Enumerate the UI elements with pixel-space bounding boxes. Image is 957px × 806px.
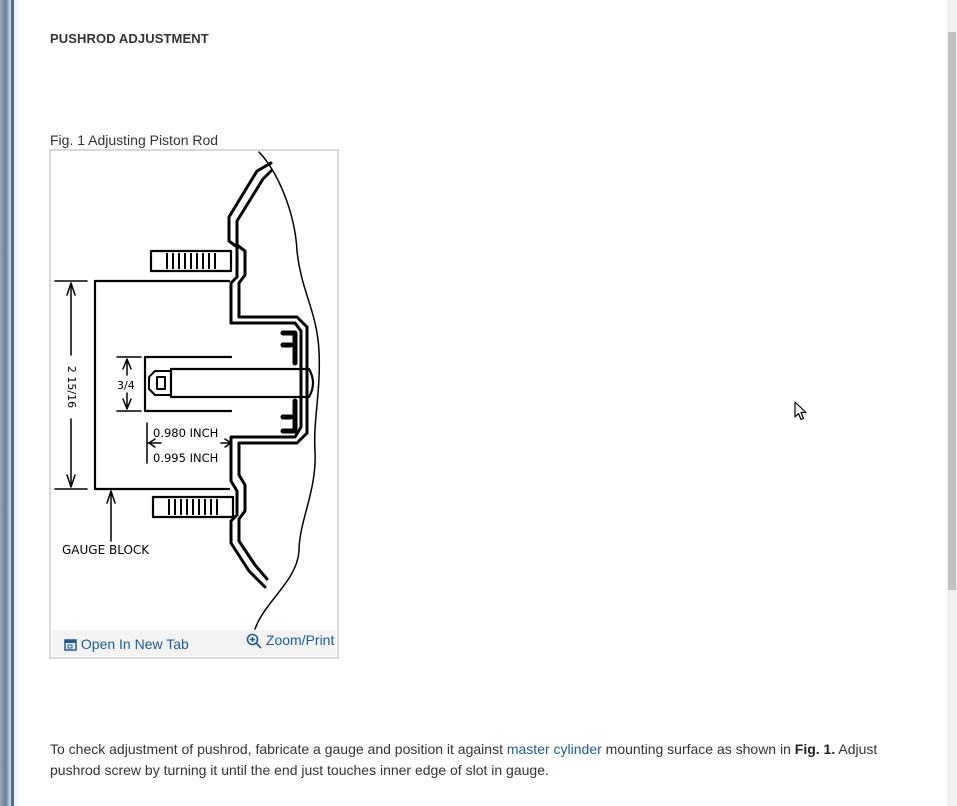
mouse-cursor-icon <box>794 401 807 421</box>
window-left-edge <box>0 0 20 806</box>
diagram-top-bolt <box>149 249 233 273</box>
dim-label-height: 2 15/16 <box>65 366 78 408</box>
figure-caption: Fig. 1 Adjusting Piston Rod <box>50 132 219 148</box>
piston-rod-diagram: 2 15/16 3/4 0.980 INCH 0.995 INCH GAUGE … <box>54 151 321 630</box>
diagram-bolt-threads <box>166 253 218 515</box>
diagram-housing-outline <box>254 151 321 630</box>
dim-label-rod: 3/4 <box>117 379 135 392</box>
figure-reference: Fig. 1. <box>794 741 836 757</box>
diagram-booster-shell <box>227 161 303 589</box>
paragraph-text-2: mounting surface as shown in <box>601 741 795 757</box>
diagram-dim-rod <box>116 356 142 412</box>
open-new-tab-link[interactable]: Open In New Tab <box>64 636 189 652</box>
figure-toolbar: Open In New Tab Zoom/Print <box>52 630 336 656</box>
open-new-tab-label: Open In New Tab <box>80 636 189 652</box>
page-title: PUSHROD ADJUSTMENT <box>50 31 209 46</box>
scrollbar-thumb[interactable] <box>948 32 956 590</box>
paragraph-text-3: Adjust pushrod screw by turning it until… <box>50 741 878 778</box>
diagram-dim-inch <box>146 422 232 464</box>
open-new-tab-icon <box>64 639 77 652</box>
zoom-print-link[interactable]: Zoom/Print <box>246 632 334 649</box>
master-cylinder-link[interactable]: master cylinder <box>506 741 602 757</box>
diagram-seal-upper <box>280 330 298 366</box>
diagram-gauge-leader <box>106 490 116 542</box>
dim-label-max: 0.995 INCH <box>153 451 218 465</box>
diagram-seal-lower <box>280 398 298 434</box>
paragraph-text-1: To check adjustment of pushrod, fabricat… <box>50 741 507 757</box>
dim-label-min: 0.980 INCH <box>153 426 218 440</box>
figure-container: 2 15/16 3/4 0.980 INCH 0.995 INCH GAUGE … <box>49 149 339 659</box>
magnifier-plus-icon <box>246 633 262 649</box>
diagram-booster-shell-inner <box>235 169 309 581</box>
diagram-dim-height <box>54 280 88 490</box>
vertical-scrollbar[interactable] <box>947 0 957 806</box>
diagram-piston-rod <box>169 367 315 399</box>
zoom-print-label: Zoom/Print <box>265 632 335 648</box>
gauge-block-label: GAUGE BLOCK <box>62 543 150 557</box>
diagram-gauge-block <box>93 279 233 491</box>
window-edge-strip <box>11 0 14 806</box>
diagram-rod-nut <box>148 370 172 396</box>
diagram-bottom-bolt <box>151 495 235 519</box>
instruction-paragraph: To check adjustment of pushrod, fabricat… <box>50 739 910 781</box>
